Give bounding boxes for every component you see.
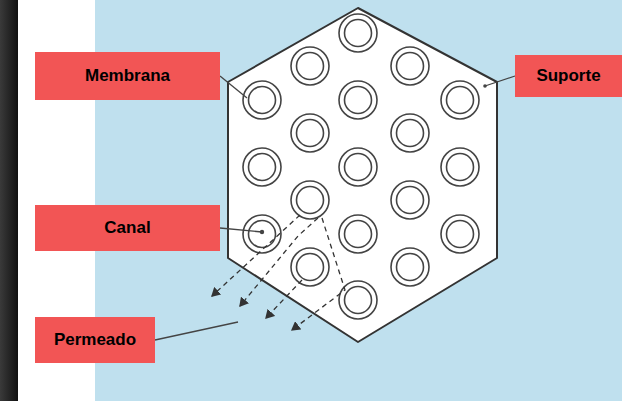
channel-bore <box>397 120 424 147</box>
membrane-ring <box>441 148 479 186</box>
label-text: Membrana <box>85 66 170 86</box>
channel-bore <box>447 221 474 248</box>
channel-bore <box>447 87 474 114</box>
channel-bore <box>297 53 324 80</box>
membrane-ring <box>441 81 479 119</box>
support-body <box>228 8 497 342</box>
label-box: Canal <box>35 205 220 251</box>
label-text: Suporte <box>536 66 600 86</box>
membrane-ring <box>291 47 329 85</box>
channel-bore <box>345 287 372 314</box>
permeate-arrows <box>212 215 345 330</box>
membrane-ring <box>243 81 281 119</box>
channel-bore <box>249 87 276 114</box>
membrane-ring <box>243 148 281 186</box>
channel-bore <box>345 87 372 114</box>
channel-bore <box>297 187 324 214</box>
membrane-ring <box>391 248 429 286</box>
channel-bore <box>297 254 324 281</box>
membrane-ring <box>291 114 329 152</box>
membrane-ring <box>339 14 377 52</box>
membrane-ring <box>339 215 377 253</box>
leader-dot <box>260 230 264 234</box>
membrane-ring <box>339 81 377 119</box>
channel-bore <box>249 154 276 181</box>
channel-bore <box>397 53 424 80</box>
label-box: Suporte <box>515 55 622 97</box>
membrane-ring <box>391 181 429 219</box>
membrane-ring <box>441 215 479 253</box>
leader-dot <box>483 84 487 88</box>
membrane-ring <box>391 47 429 85</box>
channel-bore <box>397 187 424 214</box>
channel-bore <box>447 154 474 181</box>
channel-bore <box>297 120 324 147</box>
channel-bore <box>345 154 372 181</box>
label-text: Permeado <box>54 330 136 350</box>
photo-edge <box>0 0 18 401</box>
membrane-ring <box>339 281 377 319</box>
channel-bore <box>397 254 424 281</box>
membrane-ring <box>391 114 429 152</box>
membrane-ring <box>291 181 329 219</box>
label-box: Permeado <box>35 317 155 363</box>
channel-group <box>243 14 479 319</box>
channel-bore <box>345 221 372 248</box>
membrane-ring <box>291 248 329 286</box>
channel-bore <box>345 20 372 47</box>
channel-bore <box>249 221 276 248</box>
membrane-ring <box>339 148 377 186</box>
label-box: Membrana <box>35 52 220 100</box>
label-text: Canal <box>104 218 150 238</box>
membrane-ring <box>243 215 281 253</box>
